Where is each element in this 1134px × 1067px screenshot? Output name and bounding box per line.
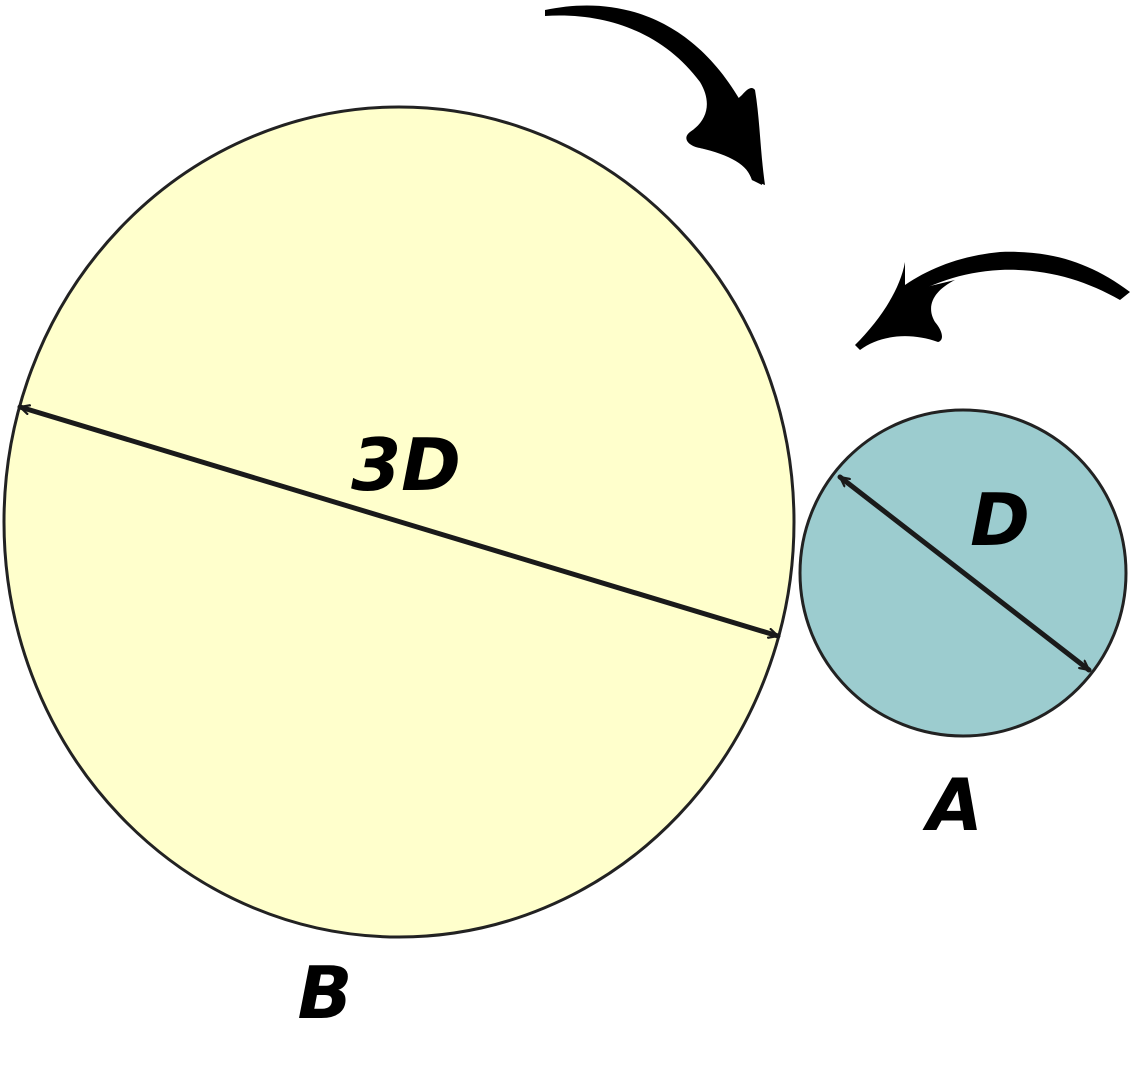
diameter-arrow-a [837, 474, 1092, 673]
diameter-label-b: 3D [351, 423, 461, 507]
circle-label-a: A [922, 763, 983, 847]
counterclockwise-arrow-icon [855, 251, 1130, 350]
circle-label-b: B [298, 951, 353, 1035]
diameter-arrow-b [17, 407, 781, 636]
diameter-label-a: D [970, 478, 1030, 562]
clockwise-arrow-icon [545, 5, 765, 185]
